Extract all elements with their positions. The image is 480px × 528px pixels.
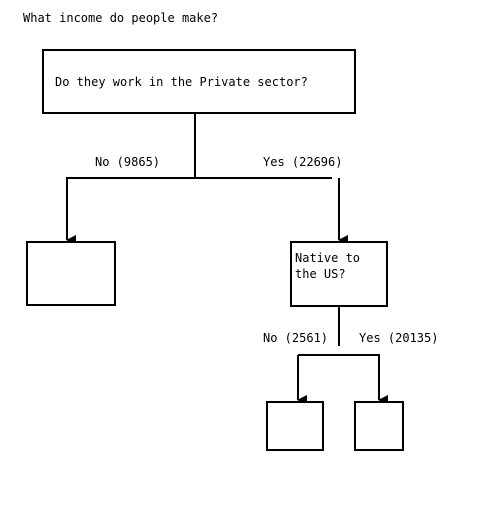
root-yes-label: Yes (22696) bbox=[263, 155, 343, 169]
yes-node-box bbox=[290, 241, 388, 307]
root-node-box bbox=[42, 49, 356, 114]
diagram-title: What income do people make? bbox=[23, 11, 219, 25]
yes-node-yes-leaf-box bbox=[354, 401, 404, 451]
root-no-leaf-box bbox=[26, 241, 116, 306]
root-no-label: No (9865) bbox=[95, 155, 161, 169]
yes-node-question: Native to the US? bbox=[295, 251, 361, 281]
yes-node-no-leaf-box bbox=[266, 401, 324, 451]
yes-node-yes-label: Yes (20135) bbox=[359, 331, 439, 345]
yes-node-no-label: No (2561) bbox=[263, 331, 329, 345]
root-node-question: Do they work in the Private sector? bbox=[55, 75, 308, 89]
